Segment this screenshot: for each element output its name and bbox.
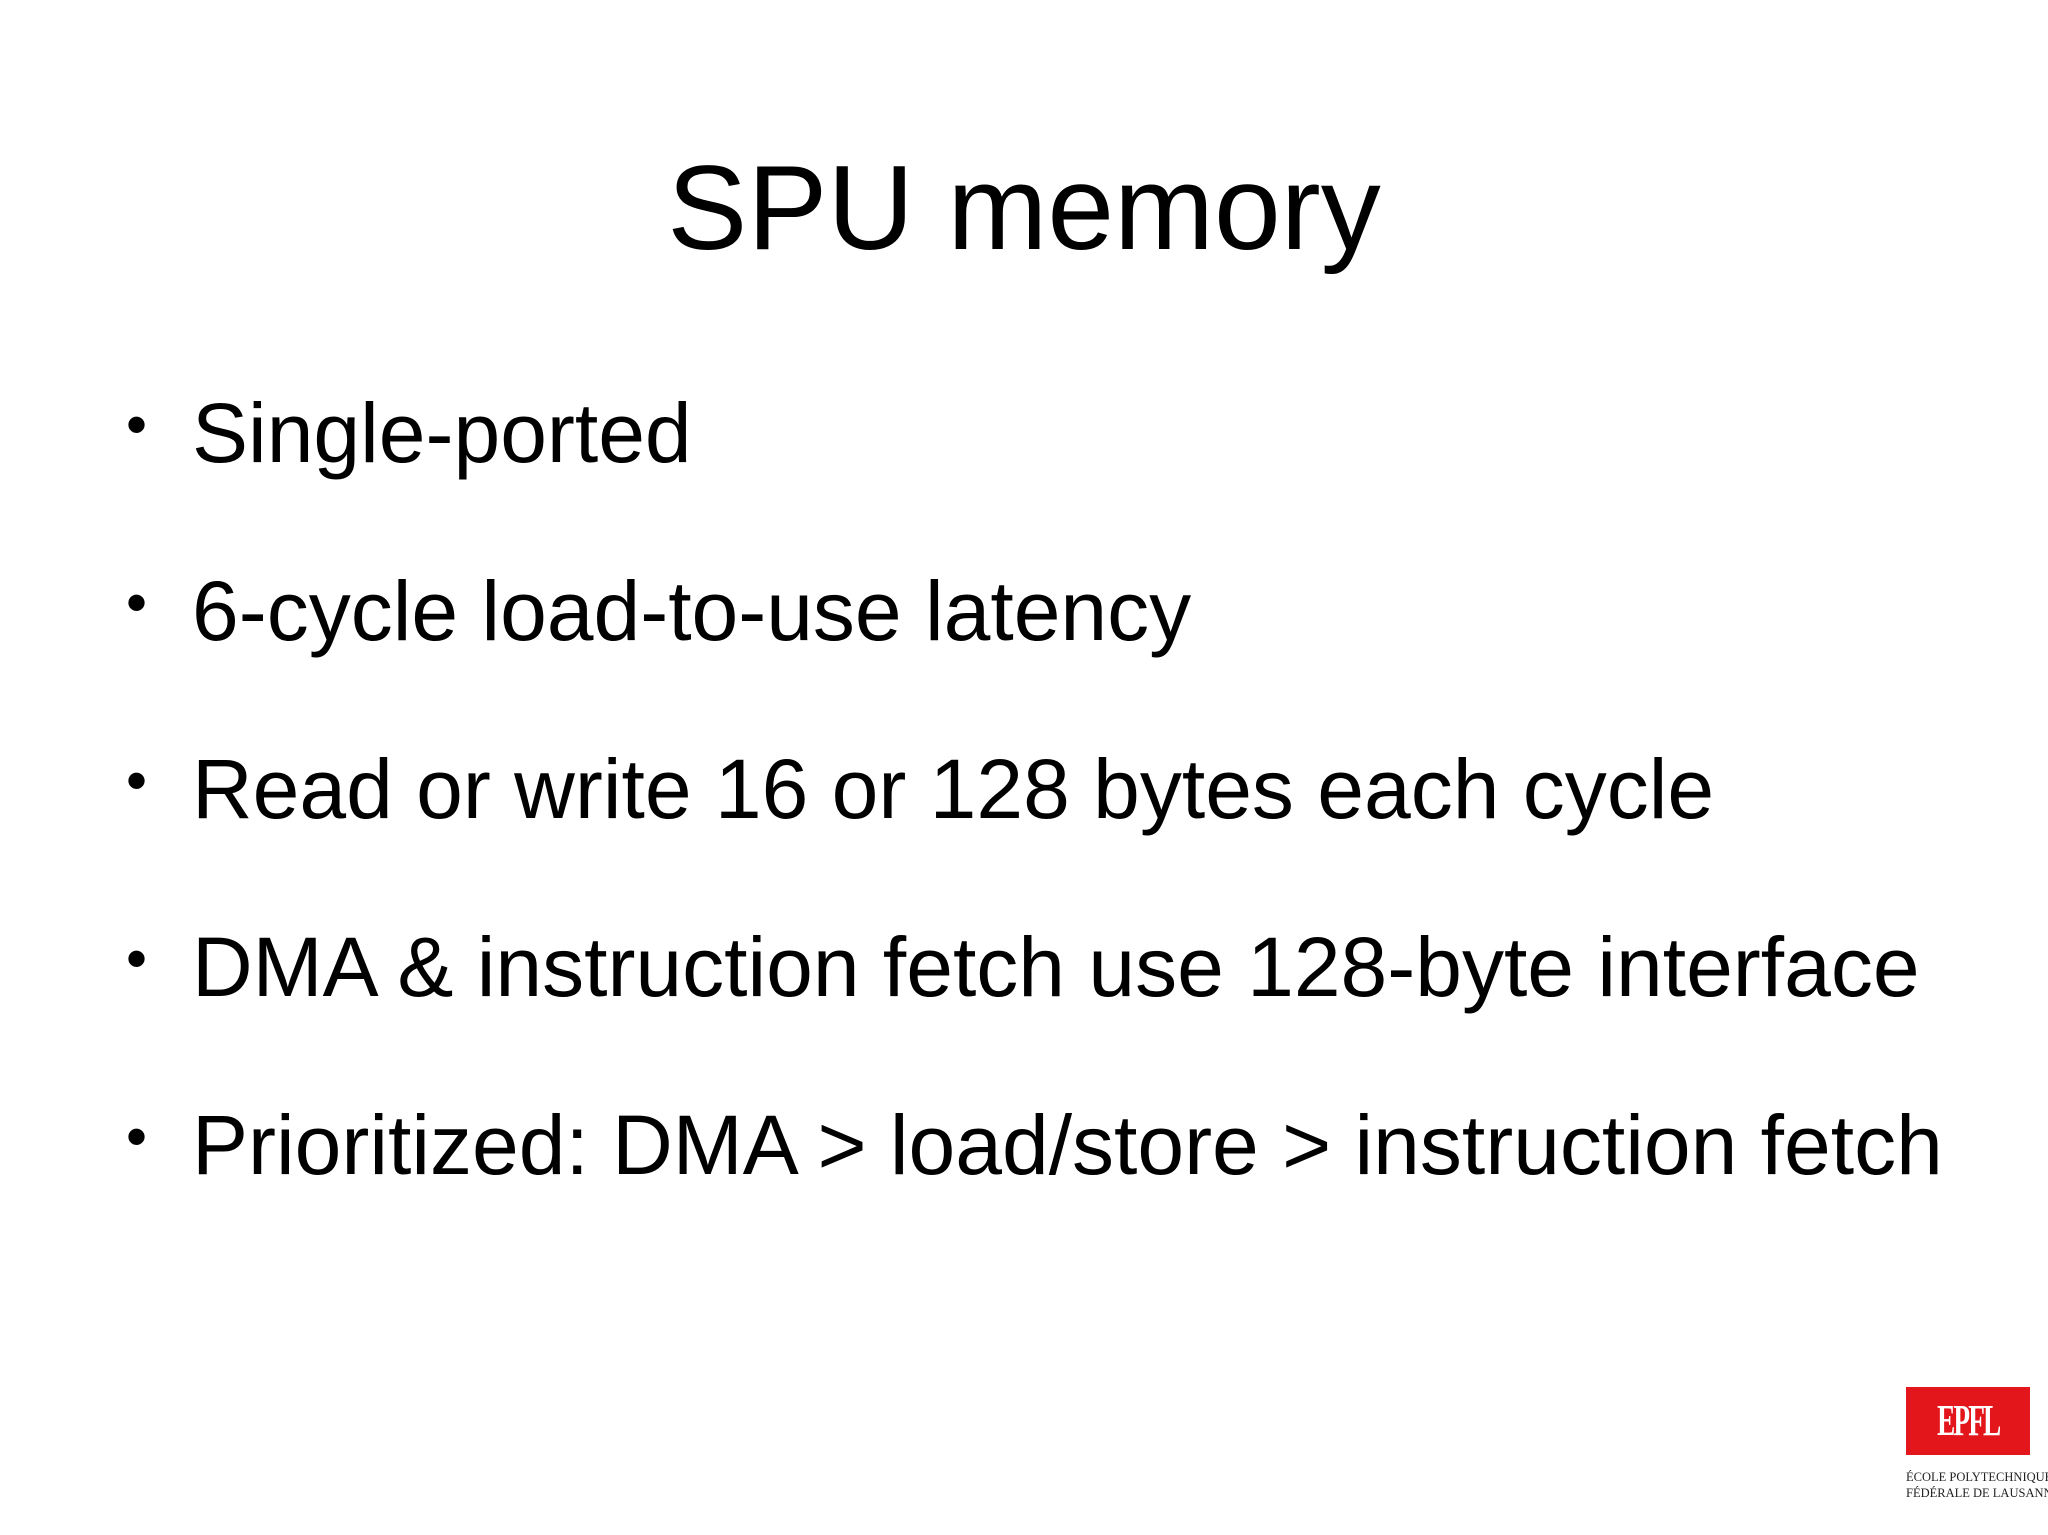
bullet-marker: • [126,391,148,458]
bullet-text: Read or write 16 or 128 bytes each cycle [192,742,1715,836]
epfl-logo-line-1: ÉCOLE POLYTECHNIQUE [1906,1470,2048,1484]
epfl-logo: EPFL ÉCOLE POLYTECHNIQUE FÉDÉRALE DE LAU… [1906,1387,2048,1503]
slide-title: SPU memory [667,141,1381,275]
bullet-text: Prioritized: DMA > load/store > instruct… [192,1098,1943,1192]
bullet-marker: • [126,1103,148,1170]
bullet-text: DMA & instruction fetch use 128-byte int… [192,920,1920,1014]
epfl-logo-line-2: FÉDÉRALE DE LAUSANNE [1906,1486,2048,1500]
bullet-marker: • [126,569,148,636]
bullet-marker: • [126,925,148,992]
bullet-text: Single-ported [192,386,692,480]
bullet-marker: • [126,747,148,814]
epfl-logo-mark: EPFL [1906,1387,2030,1455]
epfl-logo-mark-text: EPFL [1936,1396,2001,1445]
bullet-text: 6-cycle load-to-use latency [192,564,1192,658]
